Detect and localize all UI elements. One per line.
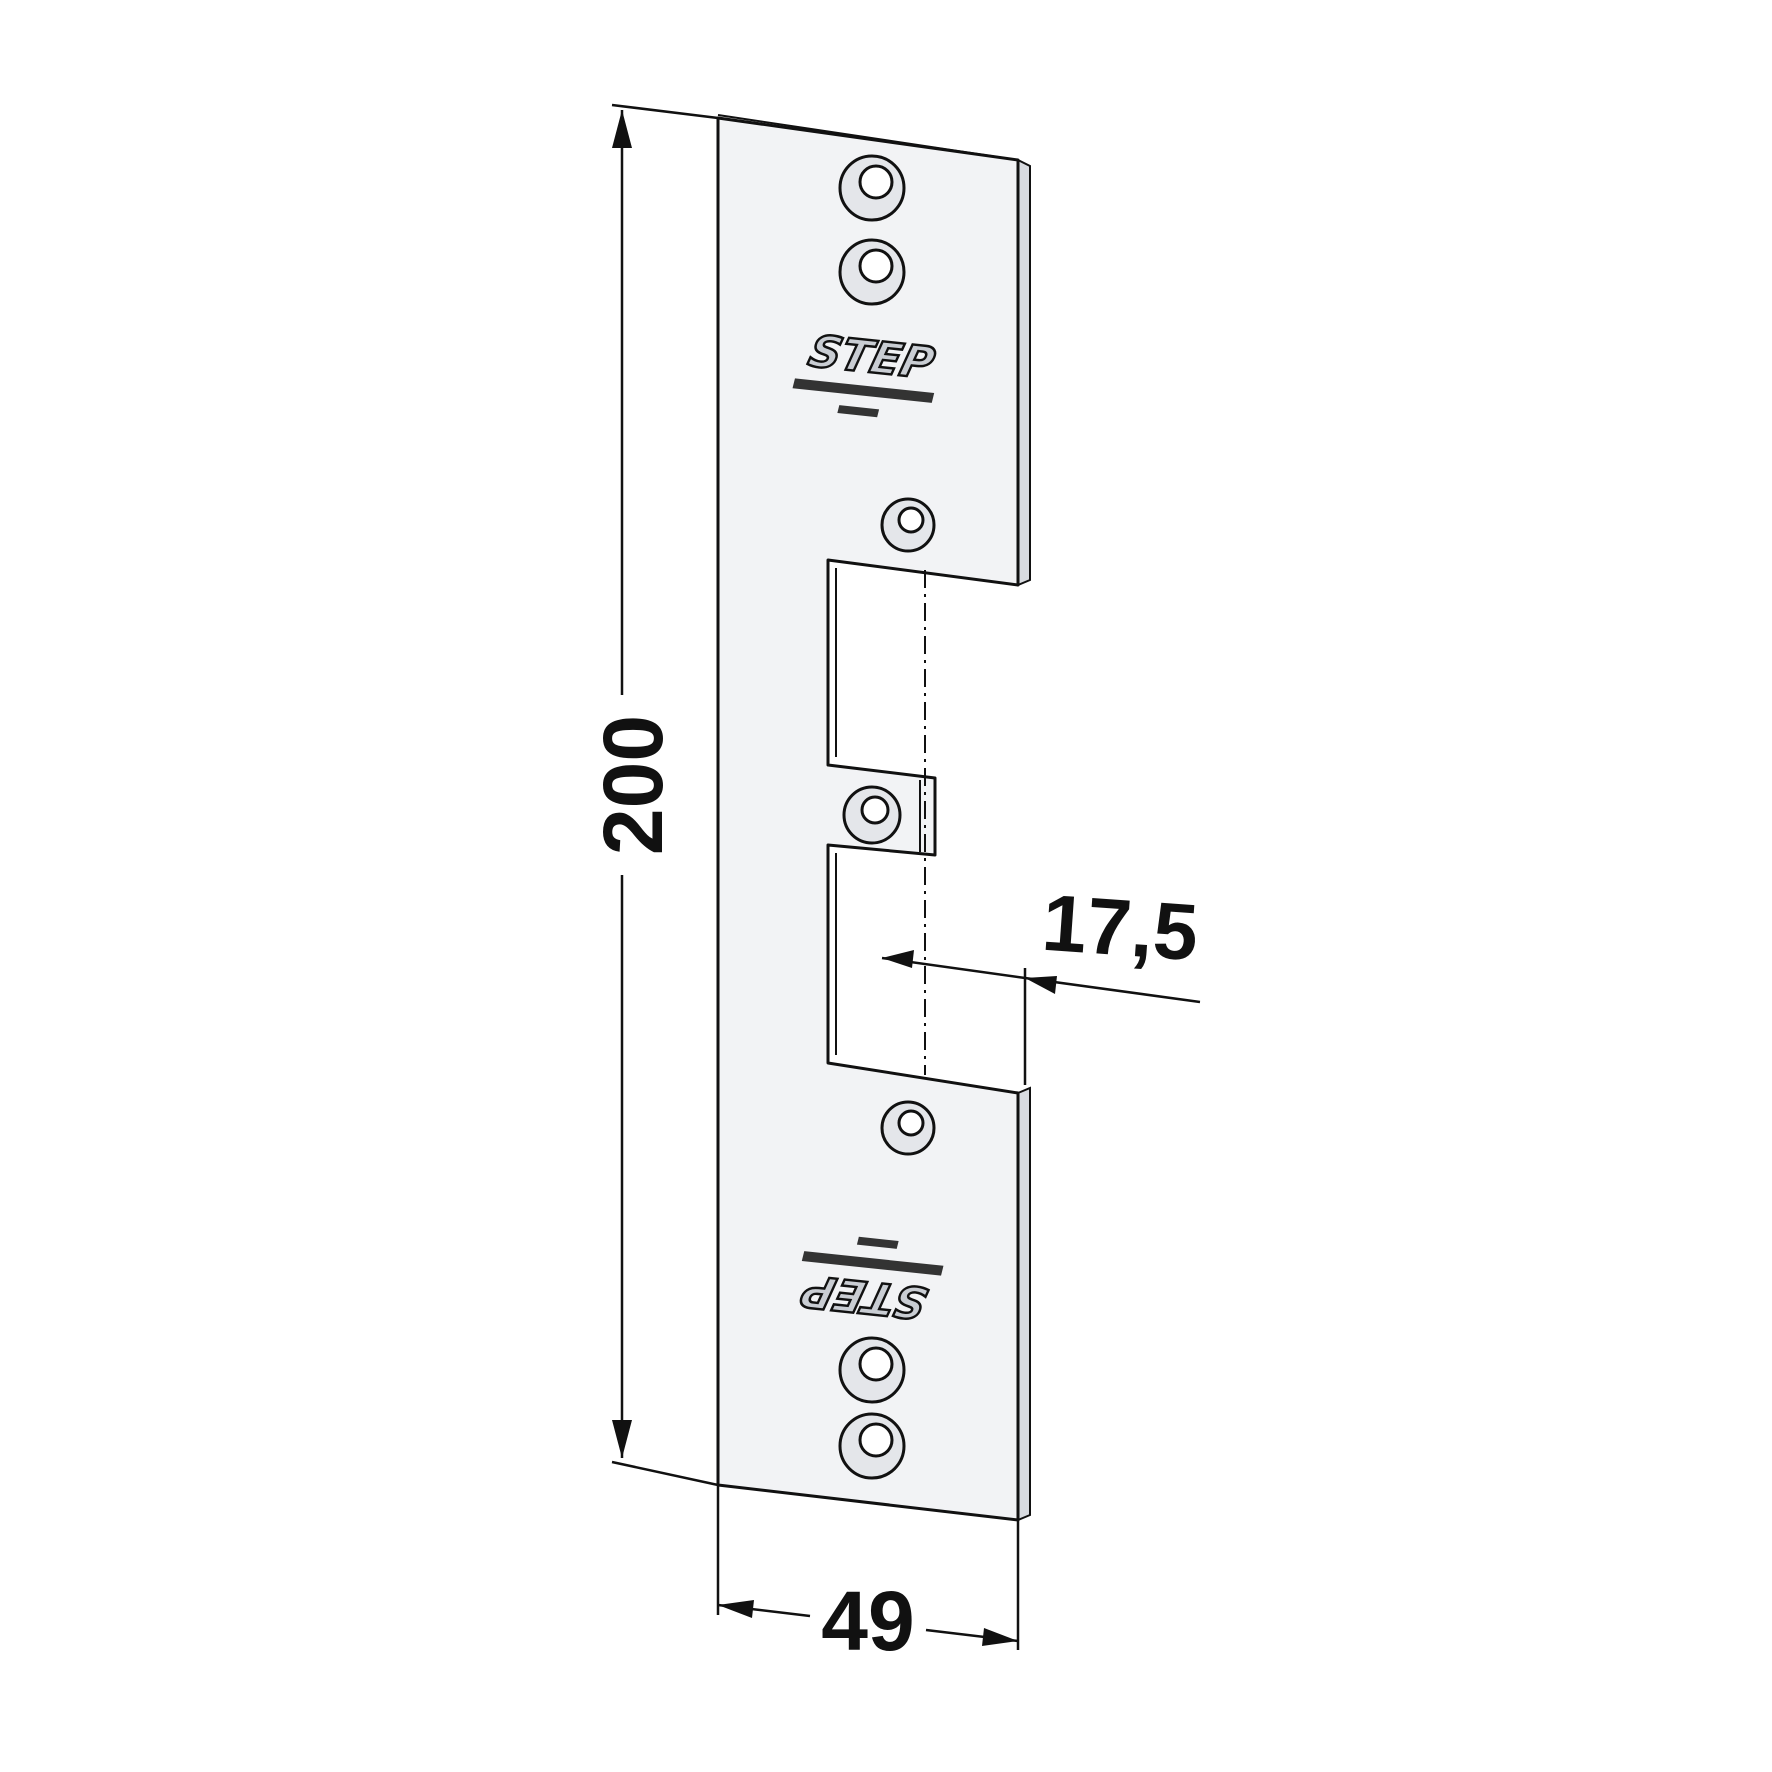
screw-hole: [842, 785, 902, 845]
height-label: 200: [586, 715, 680, 855]
logo-code-bottom: [856, 1236, 899, 1249]
offset-label: 17,5: [1039, 878, 1201, 978]
logo-code-top: [837, 405, 880, 418]
screw-hole: [880, 1100, 936, 1156]
screw-hole: [838, 1336, 906, 1404]
screw-hole: [838, 154, 906, 222]
width-label: 49: [821, 1574, 914, 1668]
logo-subtext-top: [792, 378, 935, 403]
height-label-group: 200: [586, 695, 680, 875]
screw-hole: [880, 497, 936, 553]
dimension-offset: [881, 950, 1201, 1085]
screw-holes: [838, 154, 936, 1480]
dimension-width: [716, 1485, 1020, 1650]
cutout-edges: [835, 568, 921, 1055]
screw-hole: [838, 1412, 906, 1480]
logo-subtext-bottom: [801, 1251, 944, 1276]
screw-hole: [838, 238, 906, 306]
